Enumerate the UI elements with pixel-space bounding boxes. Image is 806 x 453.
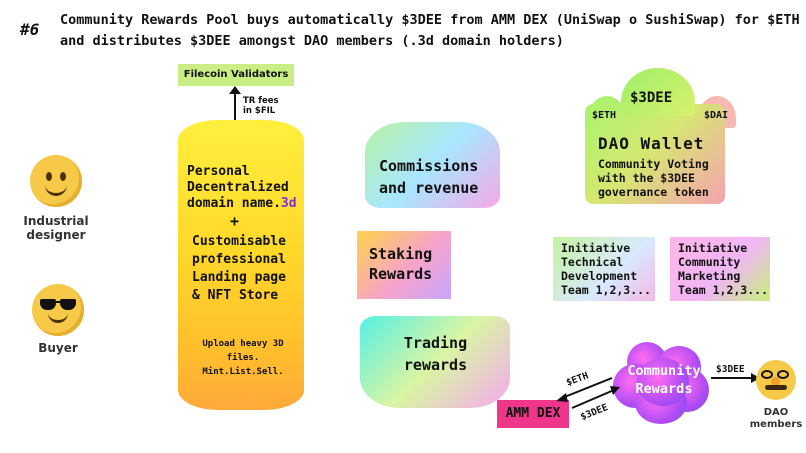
domain-card xyxy=(178,120,304,410)
3dee-arrowhead-icon xyxy=(610,386,620,395)
domain-card-title: Personal Decentralized domain name.3d xyxy=(187,164,297,211)
up-arrow-icon xyxy=(229,86,241,120)
persona-label-buyer: Buyer xyxy=(38,341,78,355)
community-rewards-label: Community Rewards xyxy=(627,363,701,397)
domain-card-features: Customisable professional Landing page &… xyxy=(192,234,286,303)
technical-team-label: Initiative Technical Development Team 1,… xyxy=(561,241,652,297)
staking-label: Staking Rewards xyxy=(369,245,433,283)
amm-dex-box: AMM DEX xyxy=(497,400,569,428)
3dee-flow-label-dao: $3DEE xyxy=(716,364,745,375)
filecoin-validators-box: Filecoin Validators xyxy=(178,64,294,86)
staking-box xyxy=(357,231,451,299)
disguise-face-icon xyxy=(756,360,796,400)
3dee-flow-arrow xyxy=(571,389,615,409)
3dee-dome xyxy=(621,68,695,116)
community-rewards-cloud xyxy=(613,342,710,424)
sunglasses-face-icon xyxy=(32,284,84,336)
plus-sign: + xyxy=(230,212,240,230)
trading-label: Trading rewards xyxy=(403,334,468,374)
dao-wallet-title: DAO Wallet xyxy=(598,134,705,153)
eth-flow-arrow xyxy=(561,377,613,399)
domain-card-upload-note: Upload heavy 3D files. Mint.List.Sell. xyxy=(202,339,284,377)
dao-members-label: DAO members xyxy=(749,407,803,430)
token-eth-label: $ETH xyxy=(592,110,617,121)
persona-label-industrial-designer: Industrial designer xyxy=(23,214,89,242)
trading-box xyxy=(360,316,510,408)
dao-arrowhead-icon xyxy=(751,373,760,383)
tr-fees-label: TR fees in $FIL xyxy=(243,96,279,116)
commissions-label: Commissions and revenue xyxy=(379,157,479,197)
token-dai-label: $DAI xyxy=(704,110,729,121)
dao-wallet-box xyxy=(585,104,725,204)
smiley-face-icon xyxy=(30,155,82,207)
commissions-box xyxy=(365,122,500,208)
marketing-team-label: Initiative Community Marketing Team 1,2,… xyxy=(678,241,769,297)
eth-arrowhead-icon xyxy=(556,393,568,402)
marketing-team-box xyxy=(670,237,770,301)
dao-wallet-subtitle: Community Voting with the $3DEE governan… xyxy=(598,157,709,199)
slide-title: Community Rewards Pool buys automaticall… xyxy=(60,12,800,49)
flow-arrows xyxy=(556,373,760,409)
token-3dee-label: $3DEE xyxy=(630,90,673,106)
slide-number: #6 xyxy=(20,20,40,39)
technical-team-box xyxy=(553,237,655,301)
